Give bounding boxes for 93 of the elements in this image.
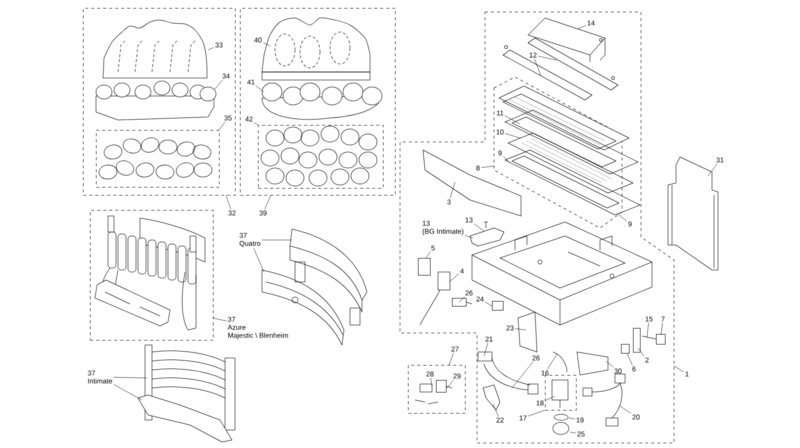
leader-line <box>674 366 684 372</box>
leader-line <box>256 85 264 92</box>
rail-drawing <box>502 45 592 100</box>
knob-drawing <box>552 422 570 435</box>
leader-line <box>212 318 227 322</box>
leader-line <box>504 116 520 124</box>
leader-line <box>446 380 454 390</box>
leader-line <box>114 377 148 378</box>
leader-line <box>208 47 214 50</box>
knob-drawing <box>554 414 568 421</box>
leader-line <box>708 164 718 176</box>
fret-drawing <box>290 228 368 326</box>
leader-line <box>458 296 466 302</box>
bracket-drawing <box>518 312 538 352</box>
leader-line <box>646 322 649 338</box>
dashed-frame <box>408 365 466 414</box>
leader-line <box>450 182 456 198</box>
thermocouple-drawing <box>642 336 656 340</box>
dashed-frame <box>494 76 622 228</box>
bracket-drawing <box>576 352 608 376</box>
leader-line <box>464 235 474 238</box>
dashed-frame <box>240 8 396 196</box>
valve-drawing <box>552 380 568 408</box>
thermocouple-drawing <box>452 298 472 306</box>
fret-drawing <box>144 344 236 430</box>
leader-line <box>484 342 488 356</box>
dashed-frame <box>400 12 674 444</box>
leader-line <box>253 248 264 272</box>
leader-line <box>426 252 431 258</box>
leader-line <box>254 122 258 126</box>
connector-drawing <box>656 334 666 344</box>
pipe-drawing <box>484 364 538 394</box>
fuel-bed-drawing <box>262 18 370 80</box>
leader-line <box>430 378 432 386</box>
gasket-drawing <box>504 150 640 216</box>
bracket-drawing <box>482 384 500 410</box>
fuel-bed-drawing <box>102 20 208 78</box>
leader-line <box>503 156 510 164</box>
fret-drawing <box>138 394 232 442</box>
leader-line <box>547 354 558 370</box>
cap-drawing <box>621 344 630 354</box>
back-panel-drawing <box>668 156 718 270</box>
cover-drawing <box>528 18 606 62</box>
leader-line <box>448 352 454 366</box>
leader-line <box>114 384 142 400</box>
bracket-drawing <box>633 328 640 352</box>
dashed-frame <box>90 210 214 340</box>
leader-line <box>481 166 494 168</box>
leader-line <box>626 352 633 366</box>
dashed-frame <box>545 375 576 410</box>
leader-line <box>578 25 586 30</box>
leader-line <box>616 212 627 222</box>
leader-line <box>474 224 484 232</box>
trim-strip-drawing <box>422 150 522 216</box>
burner-drawing <box>498 86 630 150</box>
leader-line <box>226 194 231 210</box>
leader-line <box>568 418 576 420</box>
leader-line <box>534 58 542 76</box>
dashed-frame <box>96 130 220 188</box>
clip-drawing <box>492 301 504 310</box>
leader-line <box>448 274 459 282</box>
pipe-drawing <box>582 374 626 426</box>
leader-line <box>660 322 663 336</box>
leader-line <box>514 328 526 330</box>
leader-line <box>214 80 223 90</box>
fuel-bed-drawing <box>96 80 216 120</box>
leader-line <box>528 410 546 416</box>
leader-line <box>512 362 534 388</box>
leader-line <box>264 194 272 210</box>
leader-line <box>484 302 492 306</box>
bracket-drawing <box>470 222 504 246</box>
rail-drawing <box>528 38 618 90</box>
electrode-drawing <box>418 258 430 276</box>
fret-drawing <box>262 270 344 346</box>
nut-drawing <box>436 380 452 392</box>
leader-line <box>262 42 270 46</box>
pipe-drawing <box>478 352 530 386</box>
mesh-drawing <box>508 132 634 194</box>
leader-line <box>504 133 520 138</box>
leader-line <box>218 122 226 130</box>
leader-line <box>544 396 556 401</box>
gasket-drawing <box>504 110 638 174</box>
leader-line <box>638 348 644 357</box>
leader-line <box>492 404 499 417</box>
leader-line <box>606 360 614 368</box>
leader-line <box>570 432 576 434</box>
injector-drawing <box>414 384 438 404</box>
leader-line <box>538 56 556 60</box>
fuel-bed-drawing <box>262 82 382 120</box>
dashed-frame <box>83 8 236 196</box>
leader-line <box>620 406 632 414</box>
pilot-drawing <box>420 272 450 326</box>
wire-drawing <box>552 352 568 372</box>
